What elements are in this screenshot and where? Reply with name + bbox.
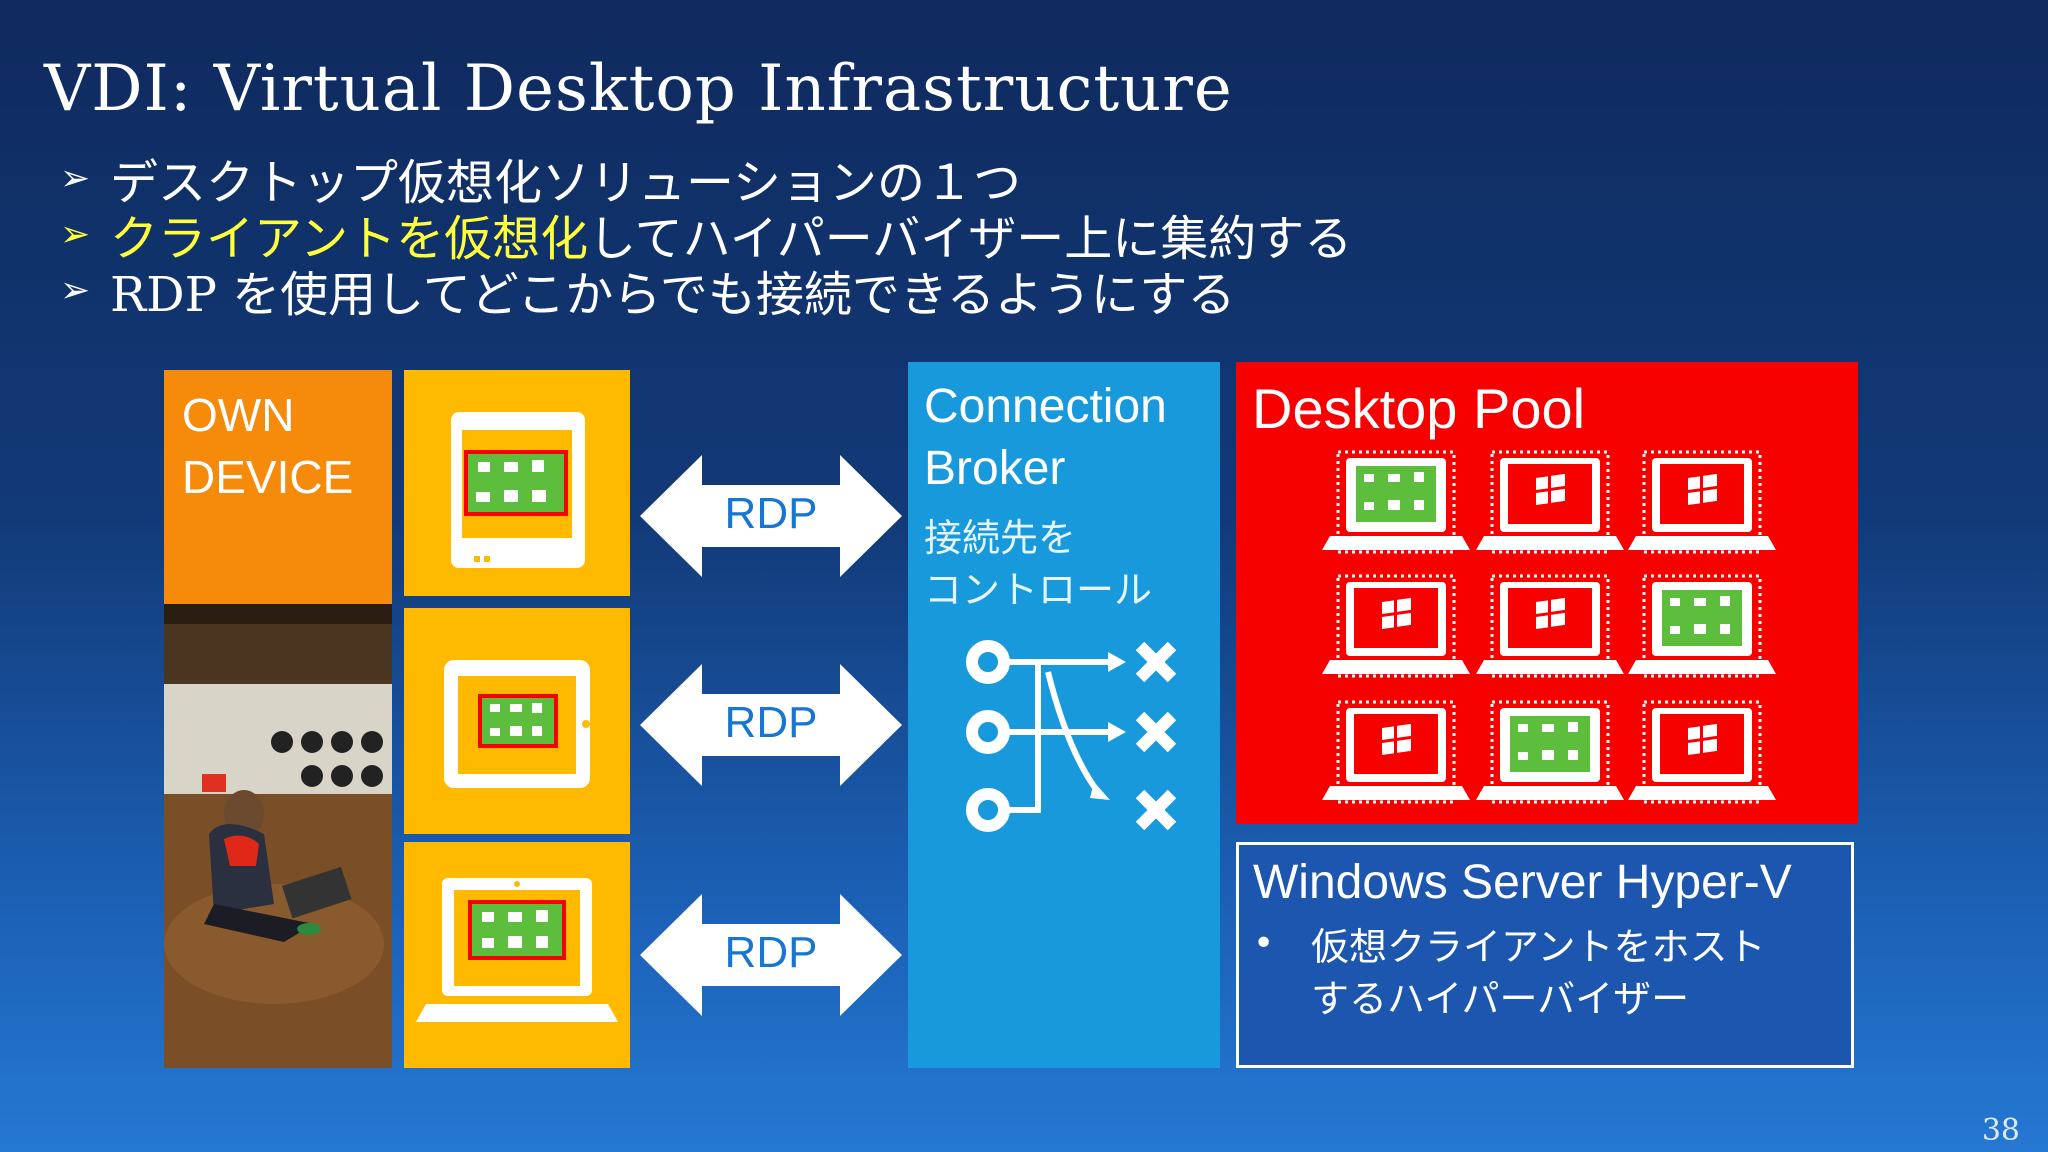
vm-laptop-apps-icon bbox=[1470, 700, 1630, 816]
vm-laptop-windows-icon bbox=[1622, 450, 1782, 566]
arrow-bullet-icon: ➢ bbox=[60, 269, 91, 311]
bullet-text: デスクトップ仮想化ソリューションの１つ bbox=[110, 155, 1022, 211]
connection-broker-tile: Connection Broker 接続先を コントロール bbox=[908, 362, 1220, 1068]
slide-title: VDI: Virtual Desktop Infrastructure bbox=[44, 52, 1233, 126]
hyperv-box: Windows Server Hyper-V • 仮想クライアントをホスト する… bbox=[1236, 842, 1854, 1068]
bullet-highlight: クライアントを仮想化 bbox=[110, 211, 589, 267]
vm-laptop-windows-icon bbox=[1470, 450, 1630, 566]
pool-heading: Desktop Pool bbox=[1252, 377, 1586, 440]
vm-laptop-apps-icon bbox=[1622, 574, 1782, 690]
double-arrow-icon bbox=[640, 894, 902, 1016]
tablet-device-tile bbox=[404, 370, 630, 596]
bullet-list: ➢ デスクトップ仮想化ソリューションの１つ ➢ クライアントを仮想化してハイパー… bbox=[60, 150, 1352, 323]
rdp-label: RDP bbox=[724, 928, 818, 977]
tablet-icon bbox=[451, 412, 585, 568]
slate-device-tile bbox=[404, 608, 630, 834]
bullet-dot-icon: • bbox=[1253, 923, 1275, 964]
arrow-bullet-icon: ➢ bbox=[60, 213, 91, 255]
hyperv-heading: Windows Server Hyper-V bbox=[1253, 856, 1792, 909]
bullet-item: ➢ RDP を使用してどこからでも接続できるようにする bbox=[60, 262, 1352, 323]
slate-icon bbox=[444, 660, 590, 788]
double-arrow-icon bbox=[640, 664, 902, 786]
page-number: 38 bbox=[1981, 1113, 2020, 1148]
desktop-pool-tile: Desktop Pool bbox=[1236, 362, 1858, 824]
bullet-text: してハイパーバイザー上に集約する bbox=[588, 211, 1353, 267]
rdp-label: RDP bbox=[724, 698, 818, 747]
vm-laptop-windows-icon bbox=[1470, 574, 1630, 690]
routing-icon bbox=[966, 640, 1177, 832]
broker-heading: Connection Broker bbox=[924, 380, 1167, 495]
rdp-arrow-2: RDP bbox=[640, 664, 902, 786]
bullet-item: ➢ クライアントを仮想化してハイパーバイザー上に集約する bbox=[60, 206, 1352, 267]
double-arrow-icon bbox=[640, 455, 902, 577]
own-device-label: OWN DEVICE bbox=[182, 389, 354, 503]
rdp-arrow-1: RDP bbox=[640, 455, 902, 577]
own-device-tile: OWN DEVICE bbox=[164, 370, 392, 604]
broker-subtitle: 接続先を コントロール bbox=[924, 516, 1153, 612]
vm-laptop-windows-icon bbox=[1316, 700, 1476, 816]
arrow-bullet-icon: ➢ bbox=[60, 157, 91, 199]
vm-laptop-windows-icon bbox=[1316, 574, 1476, 690]
laptop-device-tile bbox=[404, 842, 630, 1068]
rdp-label: RDP bbox=[724, 489, 818, 538]
vm-laptop-windows-icon bbox=[1622, 700, 1782, 816]
laptop-icon bbox=[416, 878, 618, 1022]
laundromat-photo-icon bbox=[164, 604, 392, 1068]
bullet-item: ➢ デスクトップ仮想化ソリューションの１つ bbox=[60, 150, 1352, 211]
person-photo bbox=[164, 604, 392, 1068]
rdp-arrow-3: RDP bbox=[640, 894, 902, 1016]
hyperv-bullet: 仮想クライアントをホスト するハイパーバイザー bbox=[1311, 925, 1766, 1021]
bullet-text: RDP を使用してどこからでも接続できるようにする bbox=[110, 267, 1236, 323]
vm-laptop-apps-icon bbox=[1316, 450, 1476, 566]
